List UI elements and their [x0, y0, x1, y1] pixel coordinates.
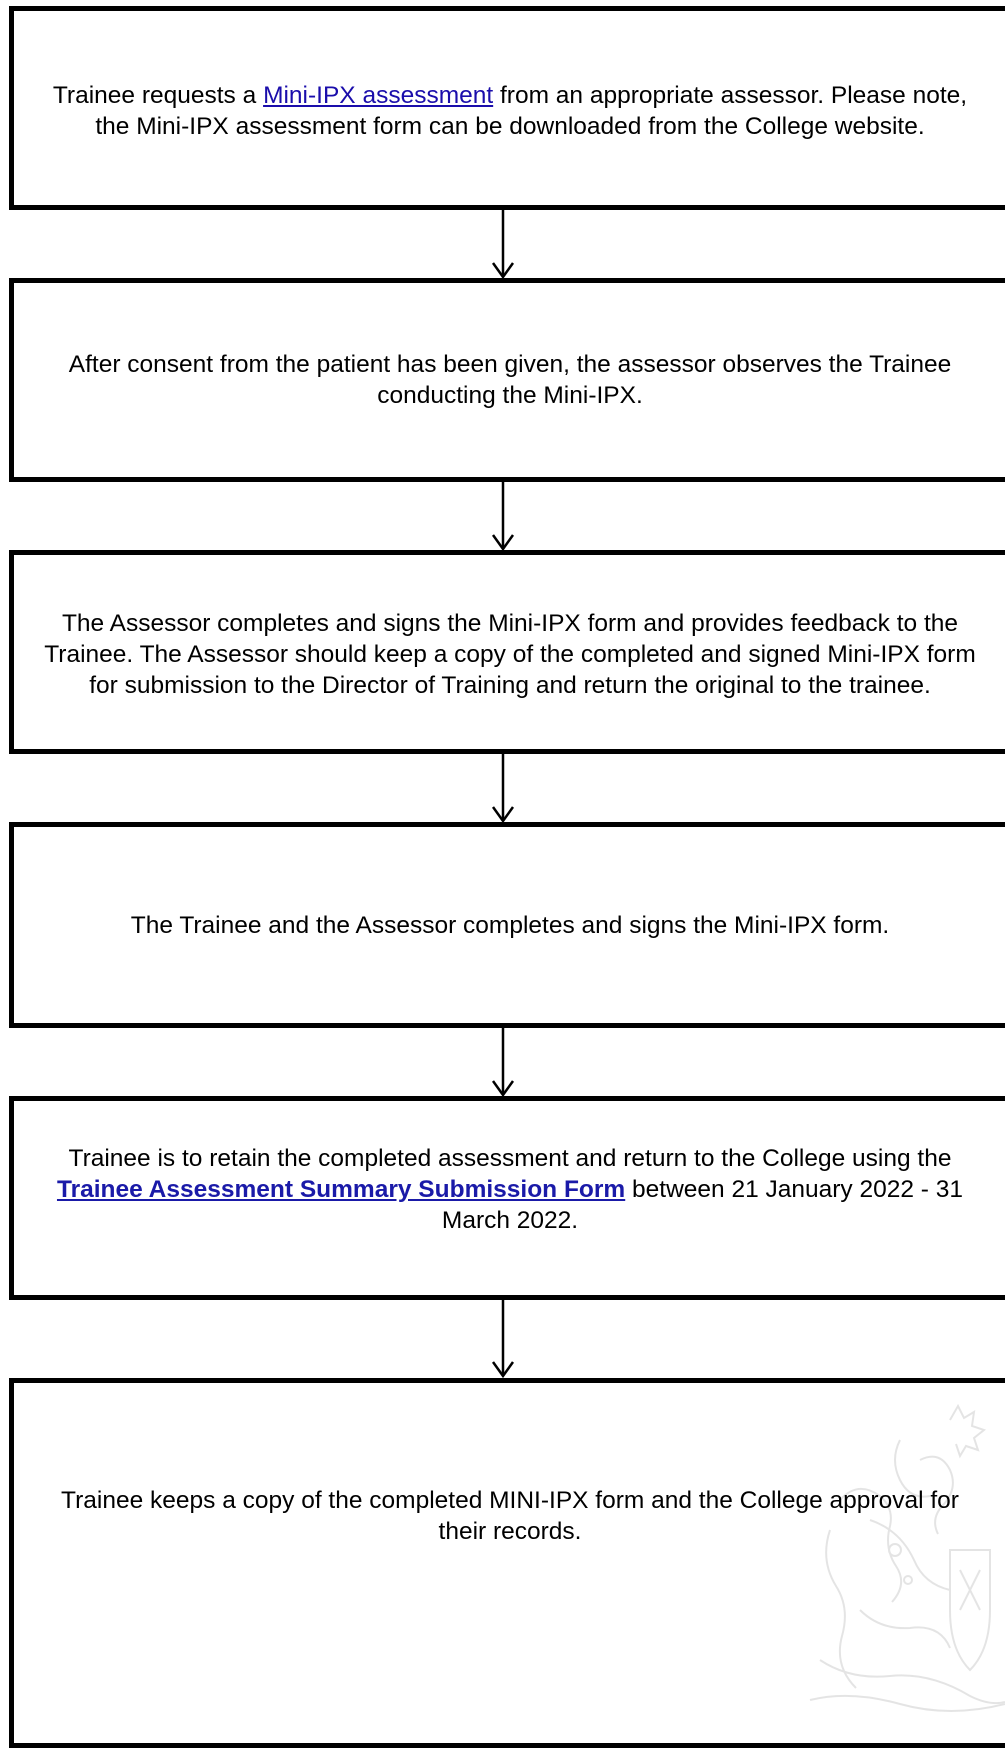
flow-step-records: Trainee keeps a copy of the completed MI… [9, 1378, 1005, 1748]
step-text: Trainee requests a Mini-IPX assessment f… [34, 74, 986, 142]
step-text: The Trainee and the Assessor completes a… [130, 911, 890, 939]
flow-arrow-down [491, 1300, 515, 1379]
step-text: Trainee is to retain the completed asses… [34, 1101, 986, 1236]
flow-arrow-down [491, 754, 515, 824]
flow-arrow-down [491, 482, 515, 552]
flow-arrow-down [491, 1028, 515, 1098]
flow-step-feedback: The Assessor completes and signs the Min… [9, 550, 1005, 754]
step-text: Trainee keeps a copy of the completed MI… [61, 1487, 959, 1545]
trainee-assessment-summary-submission-form-link[interactable]: Trainee Assessment Summary Submission Fo… [56, 1176, 626, 1203]
step-text-after: from an appropriate assessor. Please not… [95, 82, 968, 140]
step-text: After consent from the patient has been … [68, 351, 952, 409]
flow-step-observe: After consent from the patient has been … [9, 278, 1005, 482]
step-text-before: Trainee is to retain the completed asses… [68, 1145, 952, 1172]
step-text-after: between 21 January 2022 - 31 March 2022. [441, 1176, 964, 1234]
step-text: The Assessor completes and signs the Min… [44, 609, 976, 699]
mini-ipx-assessment-link[interactable]: Mini-IPX assessment [263, 82, 494, 109]
flow-step-submit: Trainee is to retain the completed asses… [9, 1096, 1005, 1300]
flow-step-sign: The Trainee and the Assessor completes a… [9, 822, 1005, 1028]
flow-step-request: Trainee requests a Mini-IPX assessment f… [9, 6, 1005, 210]
flow-arrow-down [491, 210, 515, 280]
step-text-before: Trainee requests a [52, 82, 264, 109]
